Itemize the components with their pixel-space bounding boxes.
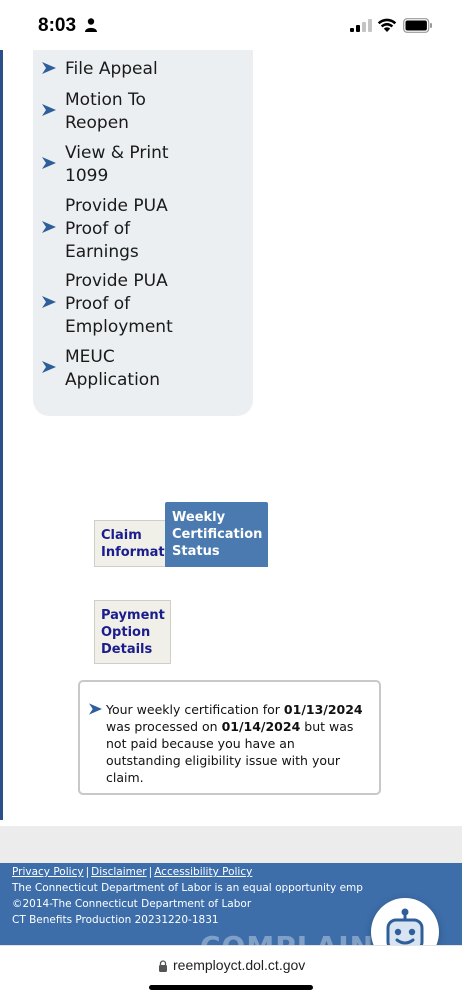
certification-status-notice: Your weekly certification for 01/13/2024… [78,680,381,795]
menu-item-pua-proof-of-employment[interactable]: Provide PUA Proof of Employment [33,268,253,340]
tab-label: Weekly [172,510,226,525]
copyright-text: ©2014-The Connecticut Department of Labo… [12,898,252,910]
menu-item-label: MEUC [65,347,115,367]
footer-spacer [0,826,462,863]
status-bar: 8:03 [0,0,462,50]
tab-weekly-certification-status[interactable]: Weekly Certification Status [165,502,268,567]
arrow-right-icon [42,361,56,373]
link-separator: | [85,866,90,878]
site-footer: Privacy Policy|Disclaimer|Accessibility … [0,863,462,945]
build-version-text: CT Benefits Production 20231220-1831 [12,914,219,926]
wifi-icon [377,18,397,32]
privacy-policy-link[interactable]: Privacy Policy [12,866,84,878]
menu-item-label: Application [65,370,160,390]
status-time: 8:03 [38,15,77,36]
menu-item-label: 1099 [65,166,109,186]
arrow-right-icon [89,703,102,715]
lock-icon [159,960,167,972]
menu-item-label: File Appeal [65,59,158,79]
link-separator: | [148,866,153,878]
notice-text: but was not paid because you have an out… [106,719,354,785]
browser-address-bar[interactable]: reemployct.dol.ct.gov [0,945,462,1000]
tab-claim-information[interactable]: Claim Informat [94,520,172,567]
processed-on-date: 01/14/2024 [221,719,301,734]
cellular-signal-icon [350,19,372,32]
arrow-right-icon [42,221,56,233]
tab-label: Claim [101,528,142,543]
arrow-right-icon [42,62,56,74]
battery-icon [403,18,432,33]
menu-item-label: Employment [65,317,173,337]
page-content: File Appeal Motion To Reopen View & Prin… [0,50,462,966]
menu-item-label: Proof of [65,219,131,239]
tab-label: Details [101,642,153,657]
tab-label: Status [172,544,220,559]
url-text[interactable]: reemployct.dol.ct.gov [173,957,306,973]
notice-message: Your weekly certification for 01/13/2024… [106,701,371,786]
equal-opportunity-text: The Connecticut Department of Labor is a… [12,882,363,894]
arrow-right-icon [42,104,56,116]
menu-item-view-print-1099[interactable]: View & Print 1099 [33,140,253,190]
menu-item-label: Proof of [65,294,131,314]
menu-item-meuc-application[interactable]: MEUC Application [33,344,253,394]
menu-item-pua-proof-of-earnings[interactable]: Provide PUA Proof of Earnings [33,193,253,265]
footer-links: Privacy Policy|Disclaimer|Accessibility … [12,864,462,880]
menu-item-label: Provide PUA [65,196,168,216]
menu-item-label: Provide PUA [65,271,168,291]
notice-text: Your weekly certification for [106,702,280,717]
left-border [0,50,3,820]
disclaimer-link[interactable]: Disclaimer [91,866,147,878]
menu-item-label: View & Print [65,143,169,163]
menu-item-label: Motion To [65,90,146,110]
menu-item-file-appeal[interactable]: File Appeal [33,56,253,84]
menu-item-label: Reopen [65,113,129,133]
menu-item-motion-to-reopen[interactable]: Motion To Reopen [33,87,253,137]
side-menu: File Appeal Motion To Reopen View & Prin… [33,50,253,416]
tab-label: Certification [172,527,263,542]
tab-label: Informat [101,545,165,560]
arrow-right-icon [42,296,56,308]
menu-item-label: Earnings [65,242,139,262]
processed-week-date: 01/13/2024 [283,702,363,717]
person-icon [85,18,97,32]
tab-payment-option-details[interactable]: Payment Option Details [94,600,171,664]
notice-text: was processed on [106,719,218,734]
tab-label: Payment [101,608,165,623]
tab-label: Option [101,625,151,640]
home-indicator[interactable] [149,985,313,990]
accessibility-policy-link[interactable]: Accessibility Policy [154,866,253,878]
arrow-right-icon [42,157,56,169]
